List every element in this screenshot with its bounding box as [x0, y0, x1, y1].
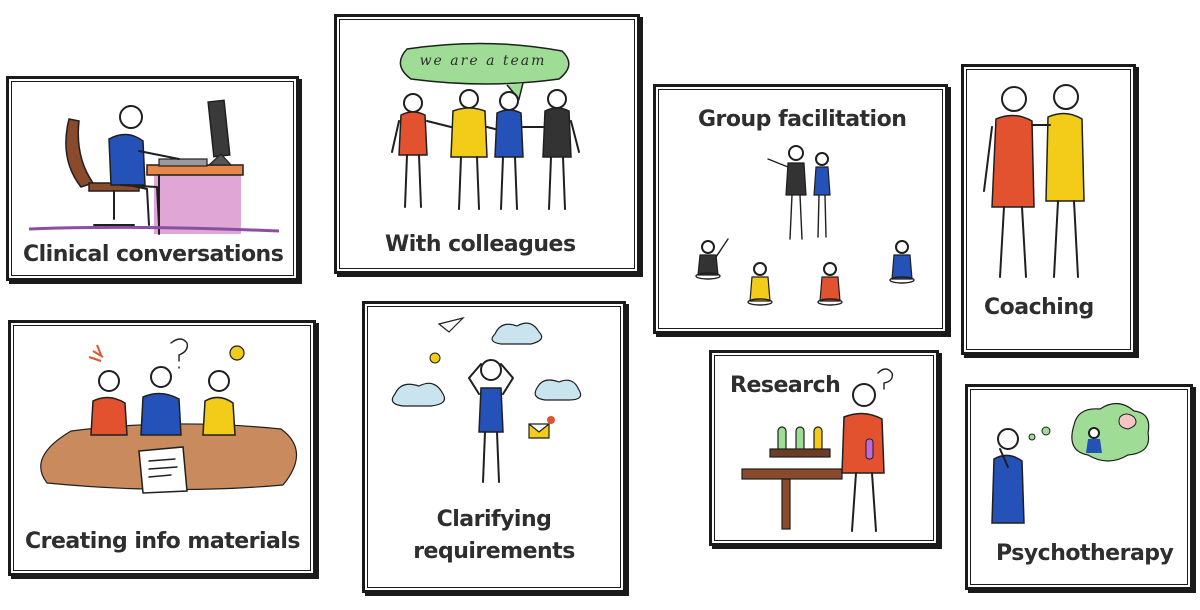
card-research: Research [709, 350, 939, 546]
card-label: Clinical conversations [23, 242, 284, 267]
illustration-team-holding-hands [391, 42, 580, 210]
card-label: Psychotherapy [996, 541, 1174, 566]
lightbulb-icon [429, 352, 441, 364]
card-label: Group facilitation [698, 107, 907, 132]
card-label: Coaching [984, 295, 1094, 320]
illustration-lab-research [741, 368, 894, 532]
anger-icon [88, 344, 104, 362]
card-label: With colleagues [385, 232, 576, 257]
card-clarifying-requirements: Clarifying requirements [362, 301, 626, 593]
card-with-colleagues: we are a team With colleagues [334, 14, 640, 274]
card-label-line-1: Clarifying [436, 507, 552, 532]
card-clinical-conversations: Clinical conversations [6, 76, 299, 281]
question-mark-icon [877, 368, 894, 390]
card-label-line-2: requirements [413, 539, 575, 564]
envelope-icon [528, 423, 550, 439]
paper-plane-icon [437, 316, 465, 333]
illustration-thinking-person-clouds [391, 316, 582, 483]
illustration-two-people-coaching [983, 84, 1085, 278]
illustration-person-at-computer [28, 99, 280, 235]
speech-bubble-text: we are a team [419, 53, 547, 69]
card-label: Research [730, 373, 841, 398]
notification-dot-icon [547, 416, 555, 424]
question-mark-icon [170, 338, 189, 369]
illustration-people-at-table [40, 338, 298, 494]
card-psychotherapy: Psychotherapy [965, 384, 1193, 590]
card-coaching: Coaching [961, 64, 1136, 355]
illustration-group-circle [695, 145, 915, 306]
card-label: Creating info materials [25, 529, 301, 554]
card-group-facilitation: Group facilitation [653, 84, 948, 334]
card-creating-info-materials: Creating info materials [8, 320, 316, 576]
illustration-thought-bubble [991, 402, 1150, 524]
lightbulb-icon [229, 345, 245, 361]
